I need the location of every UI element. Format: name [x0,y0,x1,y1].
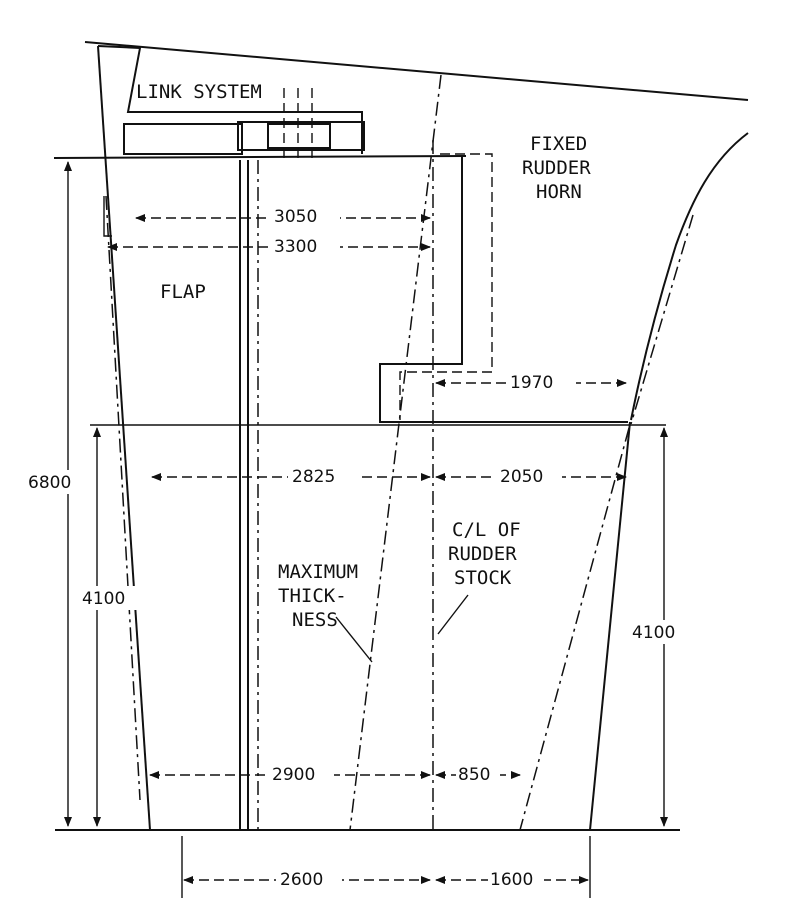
link-actuator [237,121,365,151]
dim-text-2600: 2600 [280,870,323,890]
horn-outline-dashed [399,153,493,420]
hull-line [84,41,749,101]
label-cl-3: STOCK [454,567,512,589]
label-rudder: RUDDER [522,157,591,179]
dim-text-2050: 2050 [500,467,543,487]
max-thickness-line [349,74,442,831]
rudder-top [53,155,467,159]
dim-text-850: 850 [458,765,490,785]
label-max-3: NESS [292,609,338,631]
flap-corner [103,196,112,237]
dim-text-2900: 2900 [272,765,315,785]
leader-cl [437,594,469,635]
dim-text-1970: 1970 [510,373,553,393]
link-rod [123,123,243,155]
label-flap: FLAP [160,281,206,303]
dim-text-2825: 2825 [292,467,335,487]
flap-dash [105,195,141,801]
dim-text-1600: 1600 [490,870,533,890]
label-max-2: THICK- [278,585,347,607]
label-link-system: LINK SYSTEM [136,81,262,103]
dim-text-4100-right: 4100 [632,623,675,643]
leader-max [335,616,373,663]
hull-curve [630,132,749,421]
label-fixed: FIXED [530,133,587,155]
dim-text-3300: 3300 [274,237,317,257]
actuator-cyl [267,123,331,149]
label-cl-1: C/L OF [452,519,521,541]
dim-text-4100-left: 4100 [82,589,125,609]
dim-text-3050: 3050 [274,207,317,227]
dim-text-6800: 6800 [28,473,71,493]
trailing-edge [589,421,631,831]
label-cl-2: RUDDER [448,543,517,565]
label-horn: HORN [536,181,582,203]
fixed-horn [379,156,628,423]
hull-dash [630,214,694,425]
flap-leading [97,45,151,831]
link-box [97,45,363,154]
label-max-1: MAXIMUM [278,561,358,583]
trailing-dash [519,427,630,831]
